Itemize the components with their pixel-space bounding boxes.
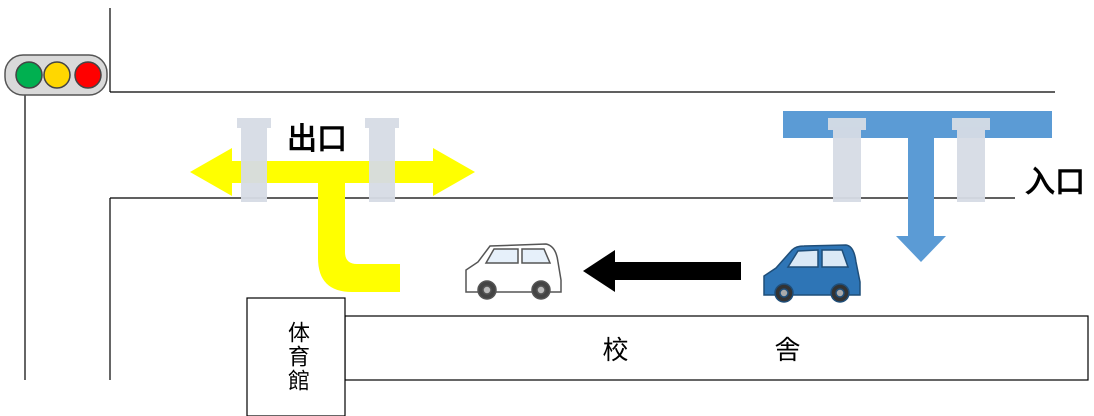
gym-building <box>246 297 346 416</box>
exit-arrow <box>190 148 475 292</box>
white-car-icon <box>465 243 562 300</box>
buildings <box>246 297 1089 416</box>
left-arrow-icon <box>583 250 741 292</box>
school-building <box>344 315 1089 381</box>
red-lamp <box>74 61 102 89</box>
gym-label: 体育館 <box>284 321 309 393</box>
entrance-label: 入口 <box>1025 165 1085 200</box>
exit-label: 出口 <box>287 122 347 157</box>
school-building-label: 校 舎 <box>602 335 861 366</box>
yellow-lamp <box>43 61 71 89</box>
green-lamp <box>15 61 43 89</box>
entrance-arrow <box>783 111 1052 262</box>
entrance-gate-posts <box>828 118 990 202</box>
traffic-light-icon <box>4 54 108 96</box>
blue-car-icon <box>763 244 861 303</box>
exit-gate-posts <box>237 118 399 202</box>
